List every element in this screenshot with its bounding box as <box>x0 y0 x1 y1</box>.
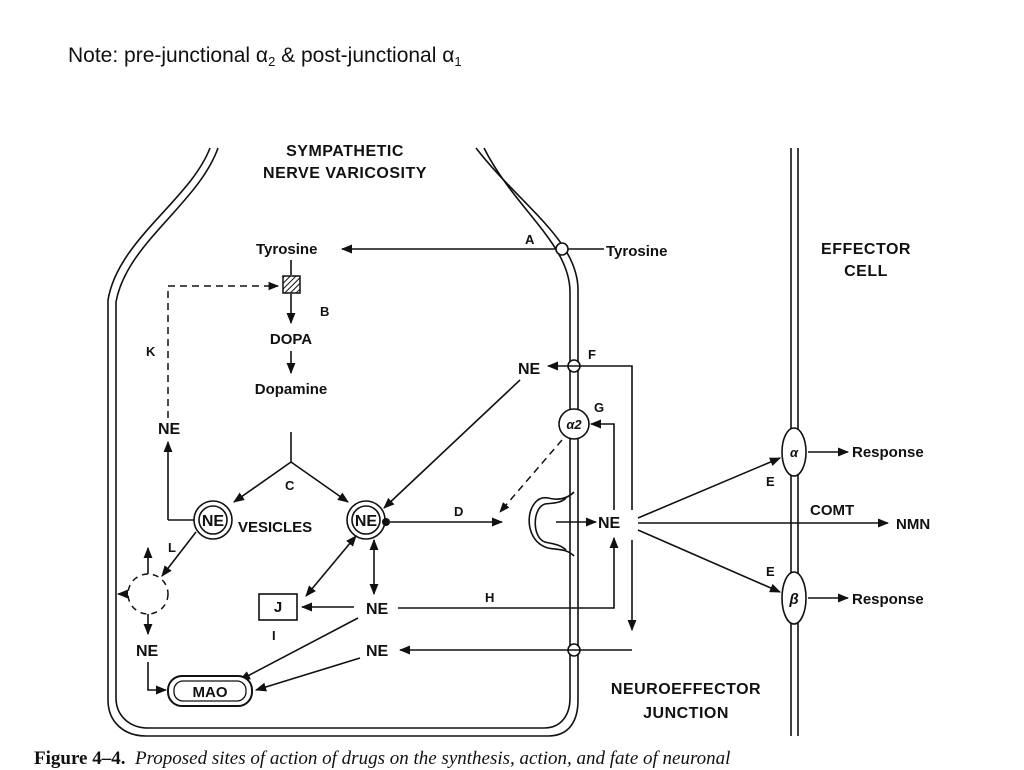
nmn-label: NMN <box>896 516 930 533</box>
mao-inner <box>173 680 247 702</box>
ne-cytoplasm: NE <box>366 601 389 618</box>
label-b: B <box>320 304 329 319</box>
vesicles-label: VESICLES <box>238 519 312 536</box>
response-alpha: Response <box>852 444 924 461</box>
ne-to-alpha2-arrow <box>589 419 615 510</box>
feedback-k-line <box>167 281 280 418</box>
ne-vesicle-left: NE <box>202 513 225 530</box>
label-d: D <box>454 504 463 519</box>
tyrosine-outside: Tyrosine <box>606 243 667 260</box>
ne-feedback: NE <box>158 421 181 438</box>
effector-title-2: CELL <box>844 263 888 280</box>
mao-label: MAO <box>193 684 228 701</box>
ne-uptake-f: NE <box>518 361 541 378</box>
junction-title-1: NEUROEFFECTOR <box>611 681 761 698</box>
beta-receptor <box>781 571 807 625</box>
caption-figure-number: Figure 4–4. <box>34 748 126 769</box>
vesicle-left <box>193 500 233 540</box>
ne-to-alpha-arrow <box>637 457 782 519</box>
vesicle-right <box>346 500 390 540</box>
beta-label: β <box>788 591 798 608</box>
label-c: C <box>285 478 295 493</box>
caption-text: Proposed sites of action of drugs on the… <box>134 748 731 769</box>
note-sub-1: 1 <box>454 54 462 69</box>
effector-title-1: EFFECTOR <box>821 241 911 258</box>
ne-lower: NE <box>366 643 389 660</box>
alpha-receptor <box>781 427 807 477</box>
alpha2-receptor <box>558 408 590 440</box>
label-e-top: E <box>766 474 775 489</box>
enzyme-box <box>282 275 301 294</box>
ne-vesicle-right: NE <box>355 513 378 530</box>
ne-to-beta-arrow <box>637 529 782 593</box>
label-l: L <box>168 540 176 555</box>
neuron-membrane <box>107 147 579 737</box>
reuptake-h-arrow <box>398 536 619 609</box>
label-h: H <box>485 590 494 605</box>
tyrosine-inside: Tyrosine <box>256 241 317 258</box>
junction-title-2: JUNCTION <box>643 705 729 722</box>
vesicle-leak-arrow <box>161 531 197 577</box>
cytoplasm-pool <box>127 573 169 615</box>
dopa-label: DOPA <box>270 331 312 348</box>
ne-pool: NE <box>136 643 159 660</box>
ne-synaptic: NE <box>598 515 621 532</box>
label-a: A <box>525 232 535 247</box>
note-prefix: Note: pre-junctional α <box>68 44 269 67</box>
exocytosis-inner <box>534 497 567 551</box>
note-middle: & post-junctional α <box>275 44 455 67</box>
label-i: I <box>272 628 276 643</box>
vesicle-to-j-arrow <box>305 535 357 597</box>
label-g: G <box>594 400 604 415</box>
uptake-f-arrow <box>546 361 633 510</box>
j-label: J <box>274 599 282 616</box>
label-f: F <box>588 347 596 362</box>
ne-to-vesicle-arrow <box>383 379 521 509</box>
note-text: Note: pre-junctional α2 & post-junctiona… <box>68 44 462 69</box>
title-line-2: NERVE VARICOSITY <box>263 165 427 182</box>
alpha2-inhibition <box>499 439 563 513</box>
pool-to-mao-arrow <box>147 662 168 695</box>
title-line-1: SYMPATHETIC <box>286 143 404 160</box>
alpha-label: α <box>790 445 799 460</box>
ne-to-mao-arrow-2 <box>254 657 361 692</box>
response-beta: Response <box>852 591 924 608</box>
label-e-bottom: E <box>766 564 775 579</box>
dopamine-to-right-vesicle <box>290 461 349 503</box>
note-sub-2: 2 <box>268 54 276 69</box>
label-k: K <box>146 344 156 359</box>
exocytosis-outer <box>528 491 575 557</box>
ne-to-mao-arrow-1 <box>239 617 359 681</box>
j-box <box>258 593 298 621</box>
comt-label: COMT <box>810 502 854 519</box>
alpha2-label: α2 <box>566 417 582 432</box>
dopamine-label: Dopamine <box>255 381 328 398</box>
figure-caption: Figure 4–4. Proposed sites of action of … <box>34 748 730 770</box>
dopamine-to-left-vesicle <box>233 461 292 503</box>
tyrosine-carrier <box>555 242 569 256</box>
